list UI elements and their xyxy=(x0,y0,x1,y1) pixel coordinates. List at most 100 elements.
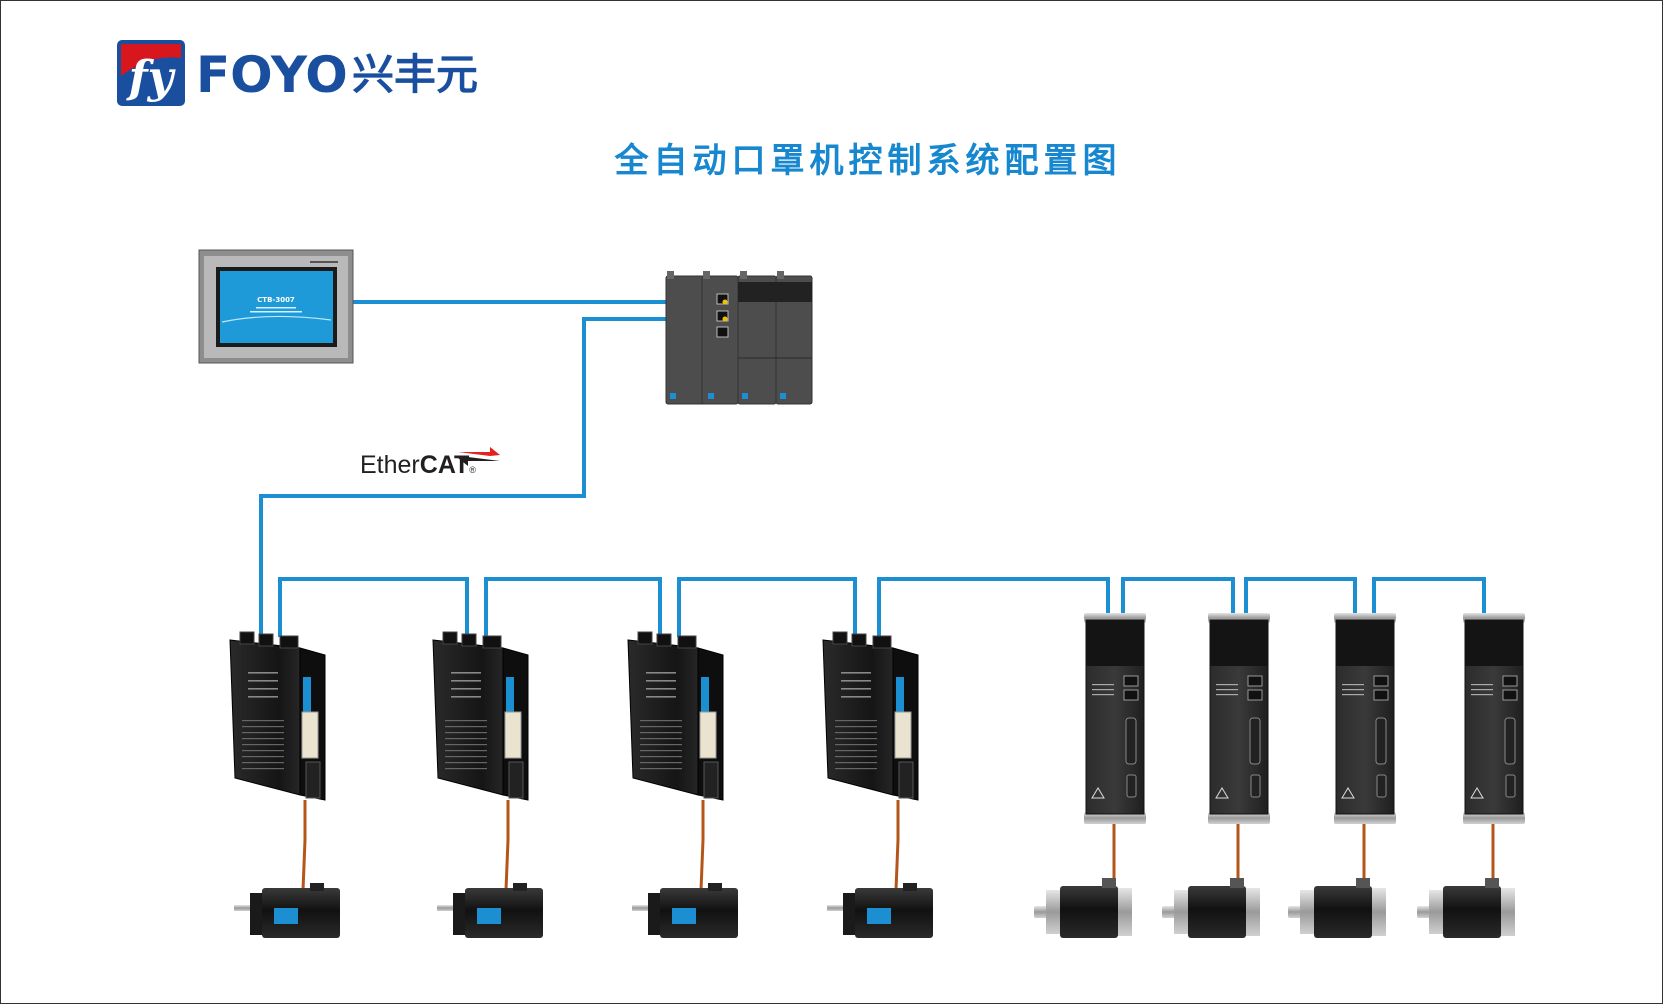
drive-chain-cable-2 xyxy=(484,577,662,637)
ethercat-port xyxy=(1247,689,1263,701)
spec-table-line xyxy=(242,720,284,722)
spec-table-line xyxy=(835,732,877,734)
plc-terminal-cover xyxy=(738,282,812,302)
motor-shaft xyxy=(1034,906,1048,918)
encoder-connector xyxy=(1376,774,1387,798)
hmi-screen-swoosh xyxy=(221,315,332,323)
motor-flange xyxy=(1429,890,1443,934)
ethercat-text-light: Ether xyxy=(360,451,420,479)
io-terminal xyxy=(894,711,912,759)
motor-shaft xyxy=(632,905,648,911)
motor-flange xyxy=(843,893,855,935)
label-text-line xyxy=(248,680,278,682)
warning-icon xyxy=(1341,787,1355,799)
spec-table-line xyxy=(640,726,682,728)
ethercat-port xyxy=(461,633,477,647)
stepper-motor-body xyxy=(465,888,543,938)
motor-connector xyxy=(310,883,324,891)
servo-display-panel xyxy=(1465,620,1523,666)
spec-table-line xyxy=(445,738,487,740)
plc-ethernet-port xyxy=(716,310,729,322)
spec-table-line xyxy=(640,720,682,722)
spec-table-line xyxy=(242,738,284,740)
drive-chain-cable-3 xyxy=(677,577,857,637)
hmi-screen-title: CTB-3007 xyxy=(257,296,295,304)
drive-chain-cable-5 xyxy=(1121,577,1235,617)
drive-chain-cable-1 xyxy=(278,577,469,637)
ethercat-port xyxy=(1373,689,1389,701)
motor-connector xyxy=(708,883,722,891)
label-text-line xyxy=(1216,689,1238,691)
servo-display-panel xyxy=(1336,620,1394,666)
plc-badge xyxy=(780,393,786,399)
ethercat-port xyxy=(832,631,848,645)
motor-flange xyxy=(1046,890,1060,934)
spec-table-line xyxy=(835,756,877,758)
spec-table-line xyxy=(835,768,877,770)
ethercat-port xyxy=(1502,689,1518,701)
servo-drive-unit xyxy=(1288,613,1396,938)
motor-shaft xyxy=(1162,906,1176,918)
spec-table-line xyxy=(640,744,682,746)
motor-shaft xyxy=(827,905,843,911)
spec-table-line xyxy=(242,756,284,758)
spec-table-line xyxy=(445,750,487,752)
io-connector xyxy=(1504,717,1516,765)
motor-connector xyxy=(1230,878,1244,888)
connector xyxy=(872,635,892,649)
plc-ethernet-port xyxy=(716,293,729,305)
ethercat-port xyxy=(258,633,274,647)
io-terminal xyxy=(504,711,522,759)
ethercat-cables xyxy=(259,300,1486,637)
stepper-motor-body xyxy=(855,888,933,938)
connector xyxy=(677,635,697,649)
label-text-line xyxy=(841,688,871,690)
io-connector xyxy=(1375,717,1387,765)
spec-table-line xyxy=(835,744,877,746)
label-text-line xyxy=(1342,689,1364,691)
motor-flange xyxy=(1300,890,1314,934)
motor-encoder-cap xyxy=(1501,888,1515,936)
servo-drive-unit xyxy=(1417,613,1525,938)
label-text-line xyxy=(1092,689,1114,691)
warning-icon xyxy=(1091,787,1105,799)
label-text-line xyxy=(248,696,278,698)
ethercat-text: EtherCAT® xyxy=(360,451,476,479)
spec-table-line xyxy=(835,762,877,764)
plc-to-drives-cable xyxy=(259,317,725,637)
motor-cable xyxy=(699,800,705,891)
label-text-line xyxy=(1216,684,1238,686)
hmi-touch-panel: CTB-3007 xyxy=(198,249,354,364)
label-text-line xyxy=(646,680,676,682)
power-terminal xyxy=(508,761,524,799)
servo-motor-body xyxy=(1188,886,1246,938)
motor-connector xyxy=(903,883,917,891)
motor-nameplate xyxy=(672,908,696,924)
spec-table-line xyxy=(640,732,682,734)
mount-plate-bottom xyxy=(1208,812,1270,824)
drive-chain-cable-6 xyxy=(1244,577,1357,617)
servo-motor-body xyxy=(1314,886,1372,938)
ethercat-arrow-red xyxy=(458,447,500,456)
drive-chain-cable-7 xyxy=(1372,577,1486,617)
spec-table-line xyxy=(835,726,877,728)
dip-switch xyxy=(896,677,904,713)
plc-mount-tab xyxy=(667,271,674,279)
motor-flange xyxy=(1174,890,1188,934)
spec-table-line xyxy=(835,750,877,752)
power-terminal xyxy=(305,761,321,799)
logo-mark-accent xyxy=(121,44,181,76)
plc-badge xyxy=(742,393,748,399)
label-text-line xyxy=(841,672,871,674)
spec-table-line xyxy=(242,726,284,728)
motor-connector xyxy=(1102,878,1116,888)
ethercat-port xyxy=(1502,675,1518,687)
stepper-driver-body xyxy=(627,639,699,796)
plc-mount-tab xyxy=(703,271,710,279)
company-logo: fy FOYO 兴丰元 xyxy=(117,40,478,106)
spec-table-line xyxy=(445,744,487,746)
label-text-line xyxy=(1471,684,1493,686)
spec-table-line xyxy=(242,732,284,734)
ethercat-port xyxy=(442,631,458,645)
